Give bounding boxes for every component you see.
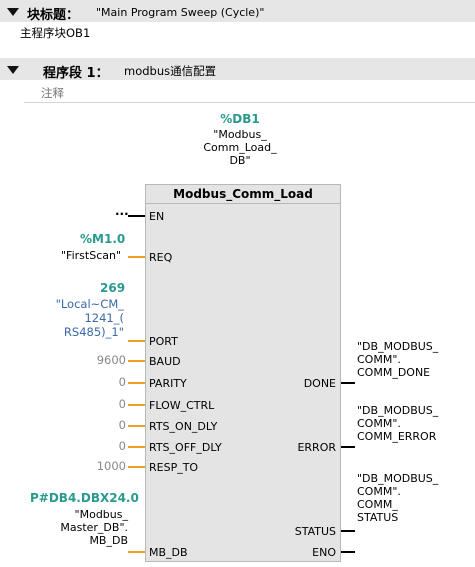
port-value[interactable]: 269	[100, 281, 126, 295]
network-label: 程序段 1：	[43, 66, 109, 81]
function-block-title: Modbus_Comm_Load	[146, 185, 340, 204]
block-title-label: 块标题：	[27, 8, 80, 23]
done-tag-3: COMM_DONE	[357, 366, 431, 379]
port-tag-2: 1241_(	[84, 311, 124, 325]
mb-db-tag-3: MB_DB	[89, 534, 128, 547]
pin-baud[interactable]: BAUD	[149, 355, 181, 368]
collapse-block-icon[interactable]	[7, 8, 19, 16]
en-operand[interactable]: ...	[115, 204, 129, 218]
status-tag-4: STATUS	[357, 511, 399, 524]
collapse-network-icon[interactable]	[7, 66, 19, 74]
pin-port[interactable]: PORT	[149, 335, 178, 348]
block-comment[interactable]: 主程序块OB1	[20, 26, 91, 40]
status-tag-1: "DB_MODBUS_	[357, 472, 439, 485]
error-tag[interactable]: "DB_MODBUS_ COMM". COMM_ERROR	[357, 404, 438, 443]
wire-port	[128, 340, 145, 342]
pin-parity[interactable]: PARITY	[149, 377, 187, 390]
error-tag-2: COMM".	[357, 417, 401, 430]
port-tag[interactable]: "Local~CM_ 1241_( RS485)_1"	[40, 297, 124, 339]
network-comment-row[interactable]	[24, 82, 475, 103]
wire-parity	[128, 382, 145, 384]
req-address[interactable]: %M1.0	[80, 232, 126, 246]
network-title-bar[interactable]	[0, 58, 475, 80]
network-comment: 注释	[41, 86, 64, 100]
wire-done	[341, 382, 355, 384]
block-title-value[interactable]: "Main Program Sweep (Cycle)"	[96, 6, 265, 19]
wire-error	[341, 446, 355, 448]
status-tag[interactable]: "DB_MODBUS_ COMM". COMM_ STATUS	[357, 472, 438, 524]
done-tag-1: "DB_MODBUS_	[357, 340, 439, 353]
done-tag[interactable]: "DB_MODBUS_ COMM". COMM_DONE	[357, 340, 438, 379]
rts-off-dly-value[interactable]: 0	[118, 439, 126, 453]
wire-rts-on-dly	[128, 425, 145, 427]
wire-baud	[128, 360, 145, 362]
pin-rts-on-dly[interactable]: RTS_ON_DLY	[149, 420, 218, 433]
instance-db-name-2: Comm_Load_	[203, 141, 277, 154]
pin-flow-ctrl[interactable]: FLOW_CTRL	[149, 399, 215, 412]
error-tag-1: "DB_MODBUS_	[357, 404, 439, 417]
pin-eno[interactable]: ENO	[312, 546, 336, 559]
wire-rts-off-dly	[128, 446, 145, 448]
error-tag-3: COMM_ERROR	[357, 430, 437, 443]
block-title-bar[interactable]	[0, 0, 475, 22]
wire-resp-to	[128, 466, 145, 468]
status-tag-3: COMM_	[357, 498, 398, 511]
wire-flow-ctrl	[128, 404, 145, 406]
port-tag-1: "Local~CM_	[55, 297, 124, 311]
port-tag-3: RS485)_1"	[63, 325, 124, 339]
pin-status[interactable]: STATUS	[294, 525, 336, 538]
baud-value[interactable]: 9600	[96, 353, 126, 367]
pin-done[interactable]: DONE	[303, 377, 336, 390]
instance-db-name-1: "Modbus_	[213, 128, 267, 141]
mb-db-address[interactable]: P#DB4.DBX24.0	[30, 491, 139, 505]
done-tag-2: COMM".	[357, 353, 401, 366]
rts-on-dly-value[interactable]: 0	[118, 418, 126, 432]
parity-value[interactable]: 0	[118, 375, 126, 389]
wire-status	[341, 530, 355, 532]
network-title[interactable]: modbus通信配置	[124, 64, 217, 78]
wire-en	[128, 215, 145, 217]
pin-error[interactable]: ERROR	[297, 441, 336, 454]
pin-resp-to[interactable]: RESP_TO	[149, 461, 199, 474]
function-block[interactable]: Modbus_Comm_Load EN REQ PORT BAUD PARITY…	[145, 184, 341, 562]
pin-req[interactable]: REQ	[149, 251, 173, 264]
resp-to-value[interactable]: 1000	[96, 459, 126, 473]
instance-db-name-3: DB"	[229, 154, 251, 167]
wire-mb-db	[128, 551, 145, 553]
wire-req	[128, 256, 145, 258]
req-tag[interactable]: "FirstScan"	[61, 249, 122, 262]
instance-db[interactable]: %DB1 "Modbus_ Comm_Load_ DB"	[180, 112, 300, 167]
pin-rts-off-dly[interactable]: RTS_OFF_DLY	[149, 441, 222, 454]
wire-eno	[341, 551, 355, 553]
pin-mb-db[interactable]: MB_DB	[149, 546, 188, 559]
flow-ctrl-value[interactable]: 0	[118, 397, 126, 411]
pin-en[interactable]: EN	[149, 210, 165, 223]
mb-db-tag-1: "Modbus_	[74, 508, 128, 521]
instance-db-address: %DB1	[220, 112, 260, 126]
mb-db-tag[interactable]: "Modbus_ Master_DB". MB_DB	[40, 508, 128, 547]
status-tag-2: COMM".	[357, 485, 401, 498]
mb-db-tag-2: Master_DB".	[60, 521, 128, 534]
